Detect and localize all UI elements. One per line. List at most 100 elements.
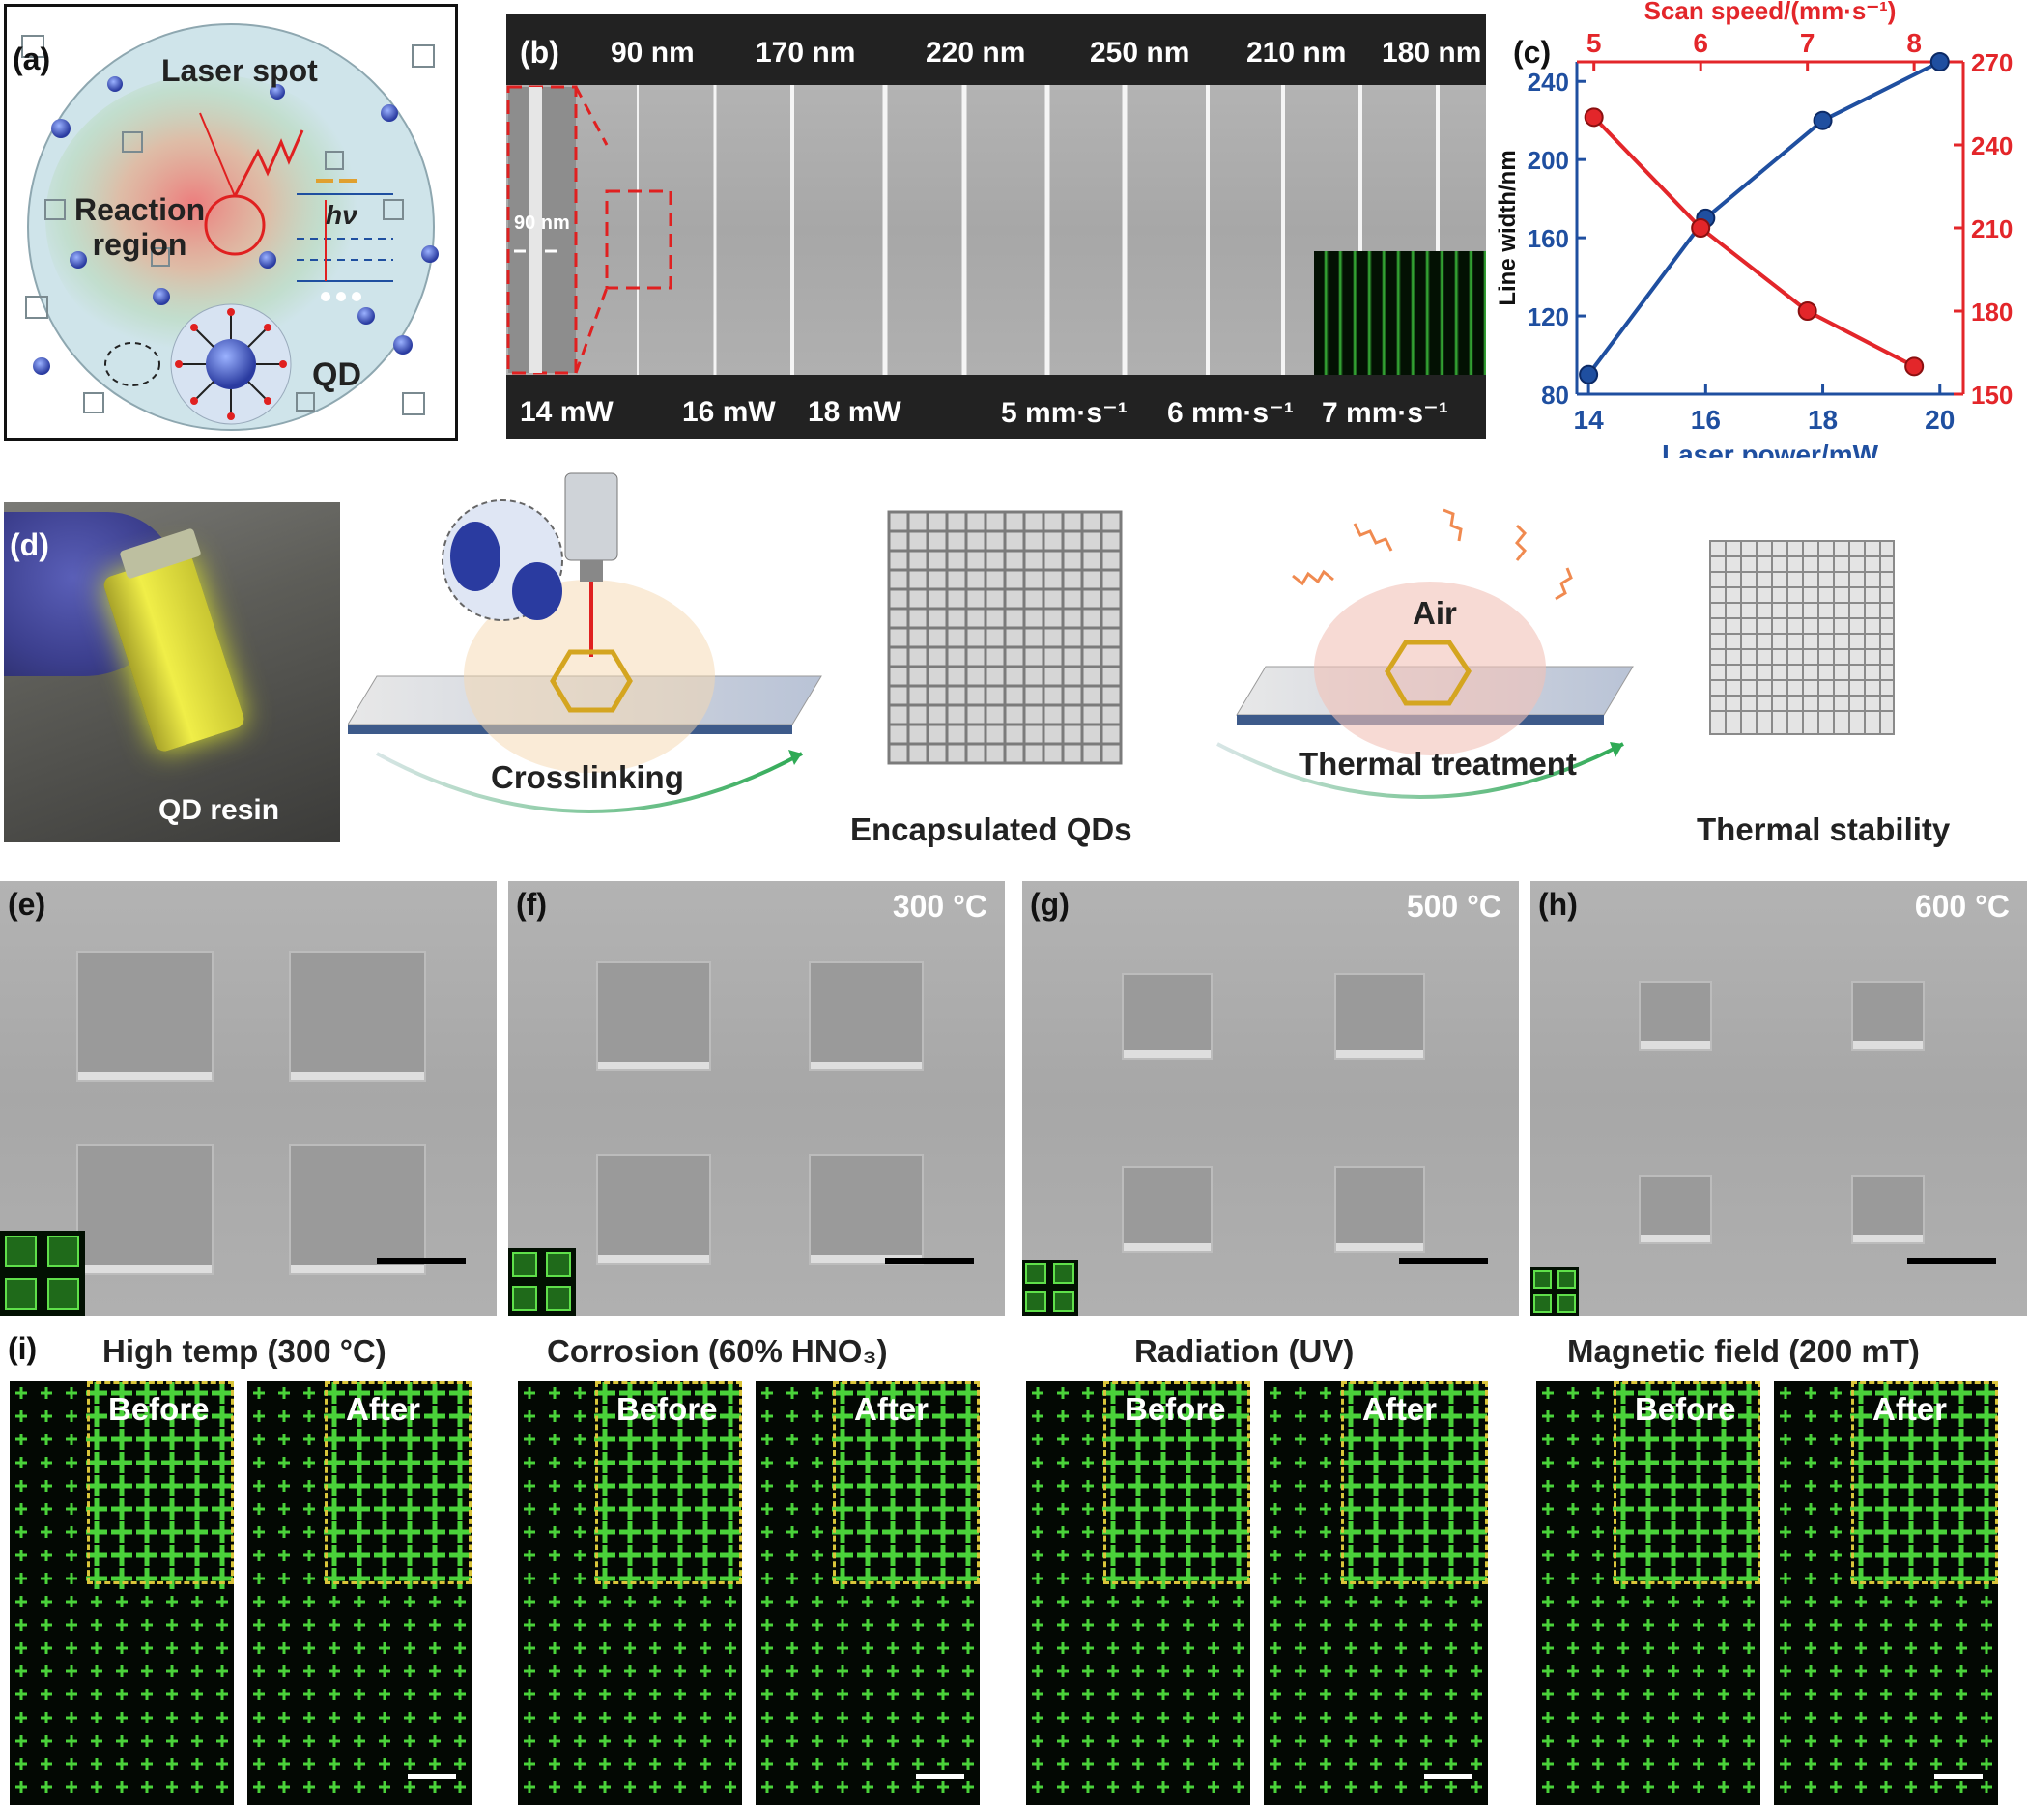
before-fluorescence-2: Before [518,1381,742,1805]
cross-array [253,1382,471,1793]
panel-d-label: (d) [10,527,49,562]
before-fluorescence-1: Before [10,1381,234,1805]
width-label-2: 170 nm [756,37,856,69]
y-left-tick-label: 80 [1541,381,1569,410]
zoom-region [595,1381,742,1584]
fluorescence-inset [0,1231,85,1316]
after-label: After [1362,1391,1438,1427]
y-left-tick-label: 120 [1528,302,1569,331]
panel-f-label: (f) [516,887,547,922]
sem-lines [506,85,1440,375]
condition-label-5: 6 mm·s⁻¹ [1167,397,1294,429]
fluorescence-inset [1530,1267,1579,1316]
series-line-scan-speed [1592,115,1916,369]
reaction-line-1: Reaction [74,192,206,227]
cross-array [1270,1382,1487,1793]
x-bottom-tick-label: 20 [1925,405,1955,435]
panel-a: (a) Laser spot Reaction region hν QD [4,4,458,441]
width-label-4: 250 nm [1090,37,1190,69]
scale-bar [1934,1774,1983,1779]
scale-bar [885,1258,974,1264]
x-top-tick-label: 6 [1693,28,1708,58]
heat-wave-icons [1292,508,1573,601]
width-label-6: 180 nm [1382,37,1482,69]
panel-a-illustration [21,23,439,431]
scale-bar [1907,1258,1996,1264]
microblock [810,963,922,1069]
encapsulated-label: Encapsulated QDs [850,811,1132,847]
width-label-3: 220 nm [926,37,1026,69]
inset-width-label: 90 nm [514,213,570,234]
sem-panel-h: (h)600 °C [1530,881,2027,1316]
before-label: Before [108,1391,210,1427]
thermal-treatment-label: Thermal treatment [1299,746,1577,782]
stable-lattice-icon [1709,540,1895,735]
panel-b: 90 nm (b) 90 nm 170 nm 220 nm 250 nm 210… [506,14,1486,439]
data-point-laser-power [1579,364,1599,384]
microblock [1124,975,1211,1058]
after-label: After [346,1391,421,1427]
microblock [810,1156,922,1263]
scale-bar [1399,1258,1488,1264]
objective-lens-icon [564,472,618,561]
y-right-tick-label: 180 [1971,298,2013,327]
y-right-tick-label: 240 [1971,131,2013,160]
data-point-scan-speed [1584,107,1604,128]
temperature-label: 600 °C [1914,889,2010,924]
fluorescence-inset [508,1248,576,1316]
after-label: After [1872,1391,1948,1427]
qd-label: QD [312,356,361,393]
y-axis-label-left: Line width/nm [1496,150,1521,305]
microblock [1124,1168,1211,1251]
qd-core [206,339,256,389]
y-right-tick-label: 270 [1971,48,2013,77]
group-title-2: Corrosion (60% HNO₃) [547,1333,888,1369]
process-schematic [348,472,1895,813]
sem-lines-image: 90 nm [506,85,1486,375]
after-label: After [854,1391,929,1427]
sem-panel-e: (e) [0,881,497,1316]
zoom-region [325,1381,472,1584]
condition-label-3: 18 mW [808,396,901,428]
group-title-3: Radiation (UV) [1134,1333,1355,1369]
scale-bar [377,1258,466,1264]
microblock [1853,1176,1923,1243]
condition-label-6: 7 mm·s⁻¹ [1322,397,1448,429]
cross-array [761,1382,979,1793]
panel-e-label: (e) [8,887,46,922]
after-fluorescence-2: After [756,1381,980,1805]
microblock [1336,975,1423,1058]
cross-array [524,1382,741,1793]
x-top-tick-label: 7 [1800,28,1815,58]
fluorescence-inset [1314,251,1486,375]
microblock [597,963,709,1069]
x-top-tick-label: 5 [1586,28,1602,58]
panel-c-label: (c) [1513,35,1552,70]
scattered-qds [33,76,439,375]
hv-label: hν [326,200,357,230]
crosslinking-label: Crosslinking [491,759,684,795]
panel-i-label: (i) [8,1331,38,1366]
microblock [1336,1168,1423,1251]
condition-label-2: 16 mW [682,396,776,428]
data-point-scan-speed [1797,301,1817,321]
after-fluorescence-1: After [247,1381,472,1805]
photon-wave-icon [233,129,304,197]
zoom-region [1614,1381,1760,1584]
microblock [291,953,424,1080]
x-bottom-tick-label: 18 [1808,405,1838,435]
width-label-1: 90 nm [611,37,695,69]
qd-resin-photo: (d) QD resin [4,502,340,842]
sem-panel-f: (f) 300 °C [508,881,1005,1316]
laser-spot-label: Laser spot [161,53,318,88]
temperature-label: 300 °C [892,889,987,924]
panel-b-label: (b) [520,35,559,70]
y-left-tick-label: 240 [1528,68,1569,97]
x-axis-label-bottom: Laser power/mW [1662,440,1879,458]
scale-bar [916,1774,964,1779]
microblock [1853,982,1923,1050]
microblock [1641,982,1710,1050]
lattice-cell-icon [550,649,633,713]
